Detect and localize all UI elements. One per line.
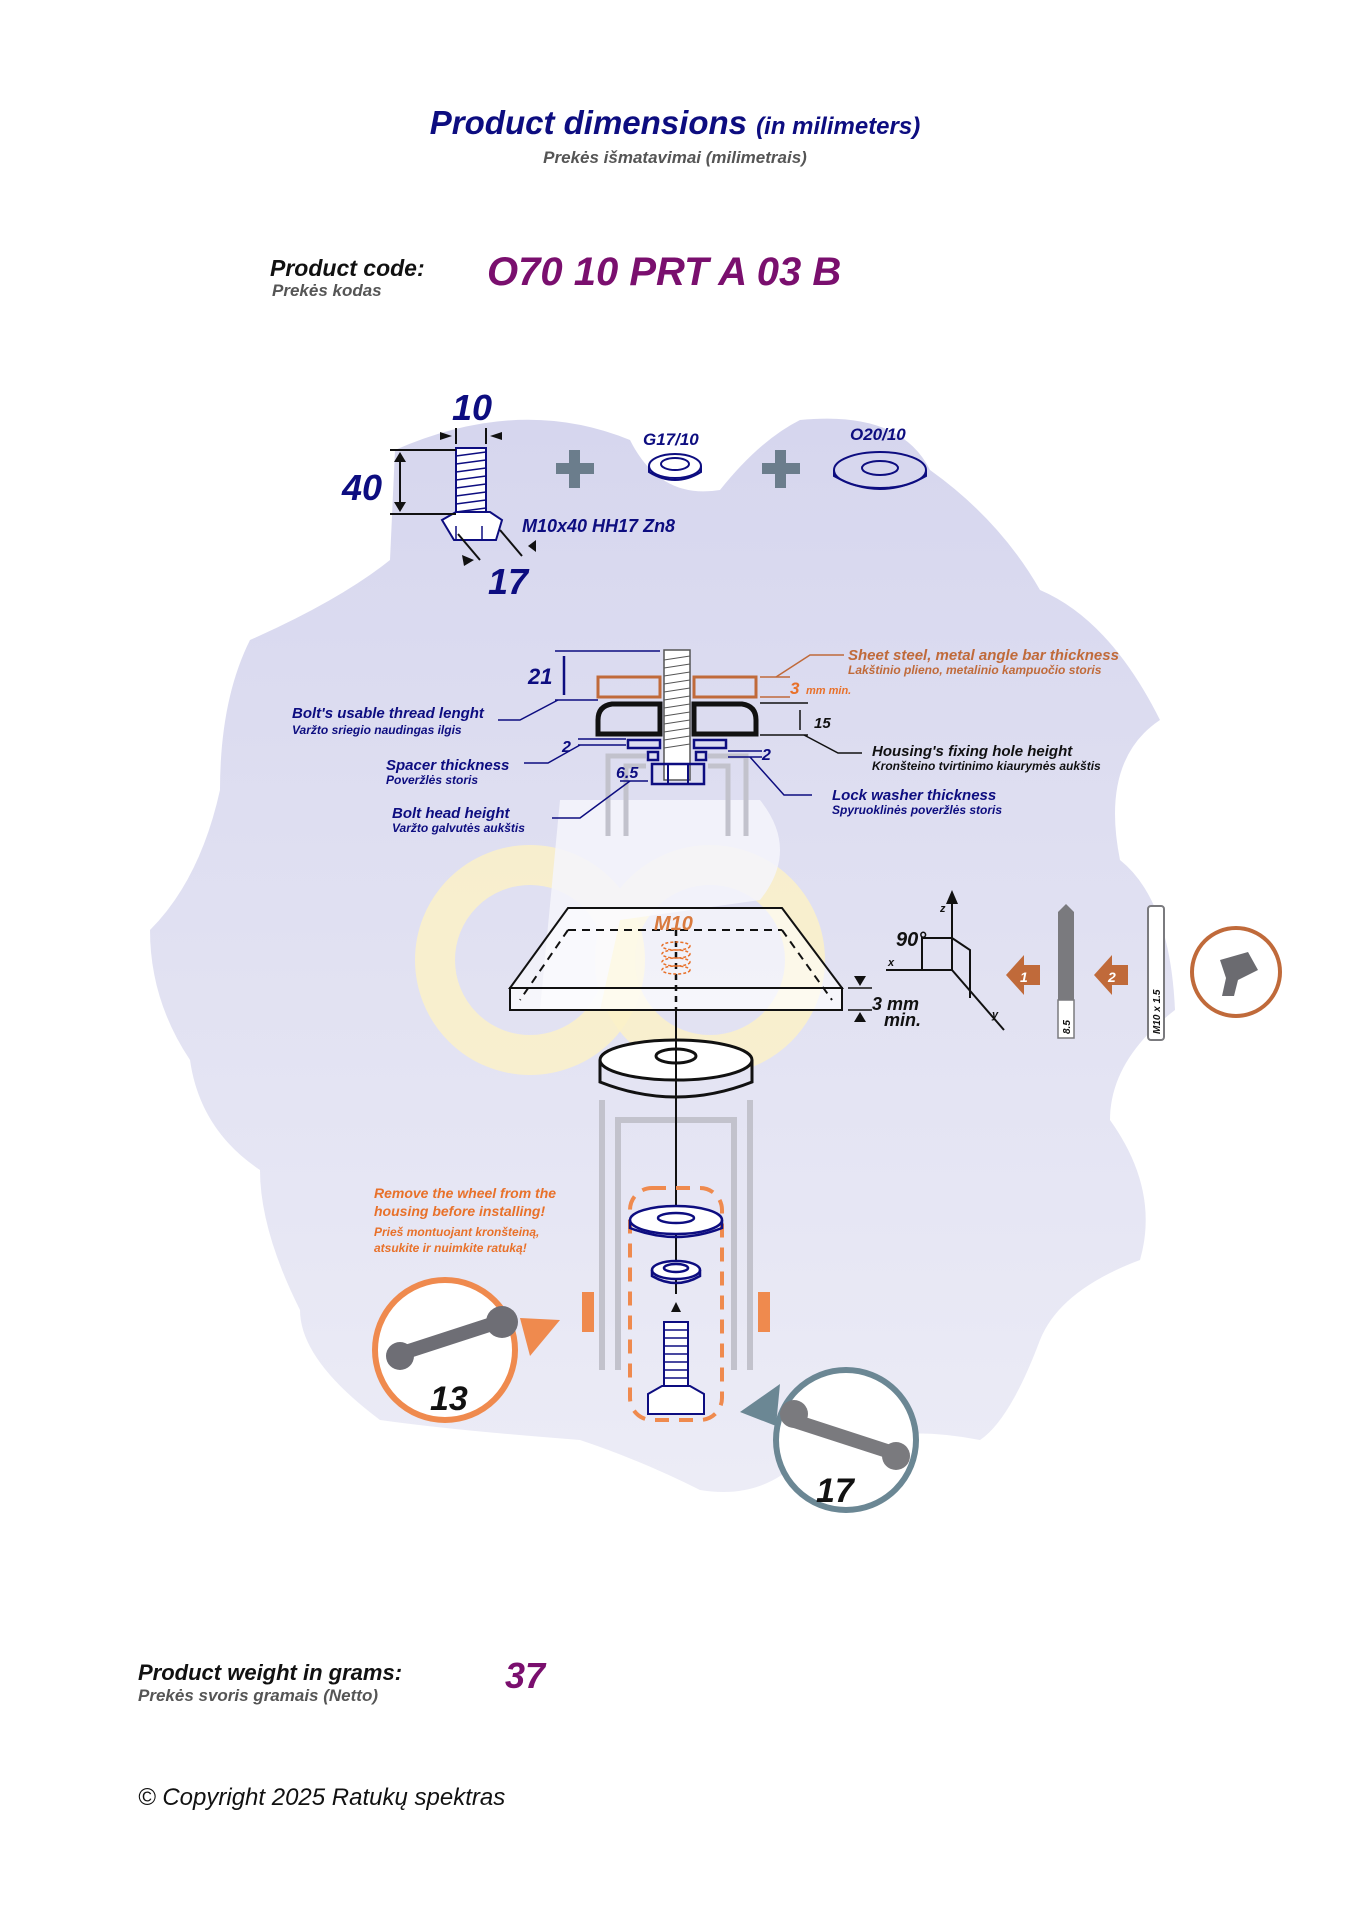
- lock-washer-label-lt: Spyruoklinės poveržlės storis: [832, 803, 1002, 817]
- spacer-left: [626, 738, 662, 750]
- housing-hole-value: 15: [814, 715, 831, 732]
- bolt-length: 40: [341, 467, 382, 508]
- arrow-icon: [394, 452, 406, 462]
- thread-length-label-lt: Varžto sriegio naudingas ilgis: [292, 723, 462, 737]
- warning-lt-line-1: Prieš montuojant kronšteiną,: [374, 1225, 539, 1239]
- thread-label: M10: [654, 913, 693, 935]
- tap-tool-icon: M10 x 1.5: [1147, 905, 1165, 1041]
- sheet-label-lt: Lakštinio plieno, metalinio kampuočio st…: [848, 663, 1102, 677]
- wheel-axle-stubs: [582, 1292, 770, 1332]
- wrench-13-badge: 13: [372, 1277, 560, 1423]
- weight-label-lt: Prekės svoris gramais (Netto): [138, 1686, 378, 1705]
- title-text: Product dimensions: [429, 104, 747, 141]
- thread-length-label: Bolt's usable thread lenght: [292, 705, 485, 722]
- page-title: Product dimensions (in milimeters): [0, 104, 1350, 142]
- lock-washer-value: 2: [761, 747, 771, 764]
- assembly-bolt: [647, 1321, 705, 1415]
- arrow-icon: [462, 555, 474, 566]
- power-drill-icon: [1190, 926, 1282, 1018]
- axis-z-label: z: [939, 903, 946, 915]
- plus-icon: [556, 450, 594, 488]
- spacer-value: 2: [561, 739, 571, 756]
- mounting-plate: [508, 907, 844, 1011]
- housing-right: [691, 701, 759, 737]
- sheet-steel-left: [596, 675, 662, 699]
- axis-y-label: y: [991, 1009, 999, 1021]
- arrow-icon: [440, 432, 452, 440]
- plate-thickness-min: min.: [884, 1010, 921, 1030]
- rotate-arrow-icon: [520, 1318, 560, 1356]
- bolt-head-section: [650, 762, 706, 786]
- arrow-icon: [946, 890, 958, 904]
- bolt-dimension-lines: [390, 428, 523, 561]
- page-subtitle: Prekės išmatavimai (milimetrais): [543, 148, 807, 167]
- assembly-group-outline: [628, 1186, 724, 1422]
- plate-thickness-dimension: [848, 976, 872, 1022]
- sheet-unit: mm min.: [806, 685, 851, 697]
- hex-bolt-icon: [440, 447, 504, 541]
- wrench-icon: [386, 1306, 518, 1370]
- assembly-flat-washer: [628, 1204, 724, 1239]
- arrow-icon: [671, 1302, 681, 1312]
- lock-washer-code: G17/10: [643, 430, 699, 449]
- arrow-icon: [490, 432, 502, 440]
- drill-bit-icon: 8.5: [1057, 904, 1075, 1039]
- threaded-hole-icon: [661, 941, 691, 975]
- product-code-value: O70 10 PRT A 03 B: [487, 250, 842, 294]
- weight-label: Product weight in grams:: [138, 1660, 403, 1685]
- wrench-icon: [780, 1400, 910, 1470]
- arrow-icon: [394, 502, 406, 512]
- housing-left: [595, 701, 663, 737]
- spring-lock-washer-icon: [648, 453, 702, 481]
- plus-icon: [762, 450, 800, 488]
- weight-value: 37: [505, 1655, 546, 1696]
- lock-washer-label: Lock washer thickness: [832, 787, 996, 804]
- spacer-label-lt: Poveržlės storis: [386, 773, 478, 787]
- sheet-steel-right: [692, 675, 758, 699]
- warning-lt-line-2: atsukite ir nuimkite ratuką!: [374, 1241, 527, 1255]
- drill-size-label: 8.5: [1062, 1020, 1073, 1034]
- warning-line-1: Remove the wheel from the: [374, 1185, 556, 1201]
- housing-hole-label-lt: Kronšteino tvirtinimo kiaurymės aukštis: [872, 759, 1101, 773]
- sheet-value: 3: [790, 679, 800, 698]
- step-2-arrow: 2: [1094, 955, 1128, 995]
- step-1-arrow: 1: [1006, 955, 1040, 995]
- thread-length-value: 21: [527, 664, 552, 689]
- axis-x-label: x: [887, 957, 895, 969]
- wrench-17-badge: 17: [740, 1367, 919, 1513]
- axis-perpendicular-icon: [886, 900, 1005, 1031]
- flat-washer-code: O20/10: [850, 425, 906, 444]
- rotate-arrow-icon: [740, 1384, 780, 1426]
- arrow-icon: [528, 540, 536, 552]
- bolt-spec: M10x40 HH17 Zn8: [522, 516, 675, 536]
- copyright: © Copyright 2025 Ratukų spektras: [138, 1784, 506, 1811]
- housing-hole-label: Housing's fixing hole height: [872, 743, 1073, 760]
- sheet-label: Sheet steel, metal angle bar thickness: [848, 647, 1119, 664]
- spacer-right: [692, 738, 728, 750]
- bolt-head-label: Bolt head height: [392, 805, 511, 822]
- plate-thickness: 3 mm: [872, 994, 919, 1014]
- title-unit: (in milimeters): [756, 113, 921, 140]
- wrench-17-label: 17: [816, 1472, 856, 1510]
- warning-line-2: housing before installing!: [374, 1203, 545, 1219]
- tap-size-label: M10 x 1.5: [1152, 989, 1163, 1034]
- bolt-head-label-lt: Varžto galvutės aukštis: [392, 821, 525, 835]
- cross-section-leaders: [498, 650, 862, 819]
- bolt-head-size: 17: [488, 561, 530, 602]
- bolt-head-value: 6.5: [616, 765, 639, 782]
- step-2-label: 2: [1107, 969, 1116, 985]
- spacer-label: Spacer thickness: [386, 757, 509, 774]
- product-code-label-lt: Prekės kodas: [272, 281, 382, 300]
- wrench-13-label: 13: [430, 1380, 468, 1418]
- step-1-label: 1: [1020, 969, 1028, 985]
- angle-label: 90°: [896, 929, 927, 951]
- product-code-label: Product code:: [270, 255, 425, 281]
- cross-section-drawing: [595, 649, 759, 836]
- assembly-lock-washer: [650, 1259, 702, 1285]
- bolt-diameter: 10: [452, 387, 492, 428]
- flat-washer-icon: [833, 451, 927, 490]
